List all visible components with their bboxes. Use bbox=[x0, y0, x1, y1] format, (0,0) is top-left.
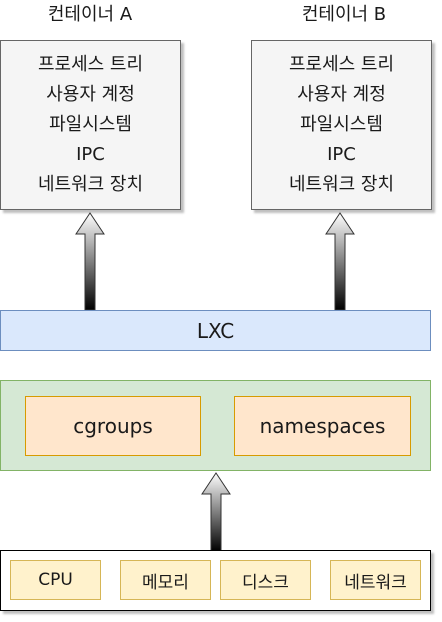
cpu-box: CPU bbox=[10, 560, 101, 600]
container-b-item: 파일시스템 bbox=[300, 114, 383, 135]
container-a-item: IPC bbox=[76, 144, 105, 165]
container-b-item: 프로세스 트리 bbox=[288, 54, 395, 75]
container-a-title: 컨테이너 A bbox=[47, 4, 133, 25]
up-arrow-icon bbox=[201, 472, 231, 552]
up-arrow-icon bbox=[325, 212, 355, 311]
container-b-box: 프로세스 트리 사용자 계정 파일시스템 IPC 네트워크 장치 bbox=[251, 40, 432, 210]
memory-box: 메모리 bbox=[120, 560, 211, 600]
cgroups-box: cgroups bbox=[25, 396, 201, 456]
up-arrow-icon bbox=[75, 212, 105, 311]
lxc-bar: LXC bbox=[0, 310, 431, 351]
container-a-item: 프로세스 트리 bbox=[37, 54, 144, 75]
container-a-item: 사용자 계정 bbox=[46, 84, 135, 105]
network-box: 네트워크 bbox=[330, 560, 421, 600]
container-a-item: 파일시스템 bbox=[49, 114, 132, 135]
container-a-item: 네트워크 장치 bbox=[37, 174, 144, 195]
container-b-item: IPC bbox=[327, 144, 356, 165]
container-b-item: 네트워크 장치 bbox=[288, 174, 395, 195]
disk-box: 디스크 bbox=[220, 560, 311, 600]
namespaces-box: namespaces bbox=[234, 396, 411, 456]
container-b-item: 사용자 계정 bbox=[297, 84, 386, 105]
container-a-box: 프로세스 트리 사용자 계정 파일시스템 IPC 네트워크 장치 bbox=[0, 40, 181, 210]
container-b-title: 컨테이너 B bbox=[301, 4, 387, 25]
